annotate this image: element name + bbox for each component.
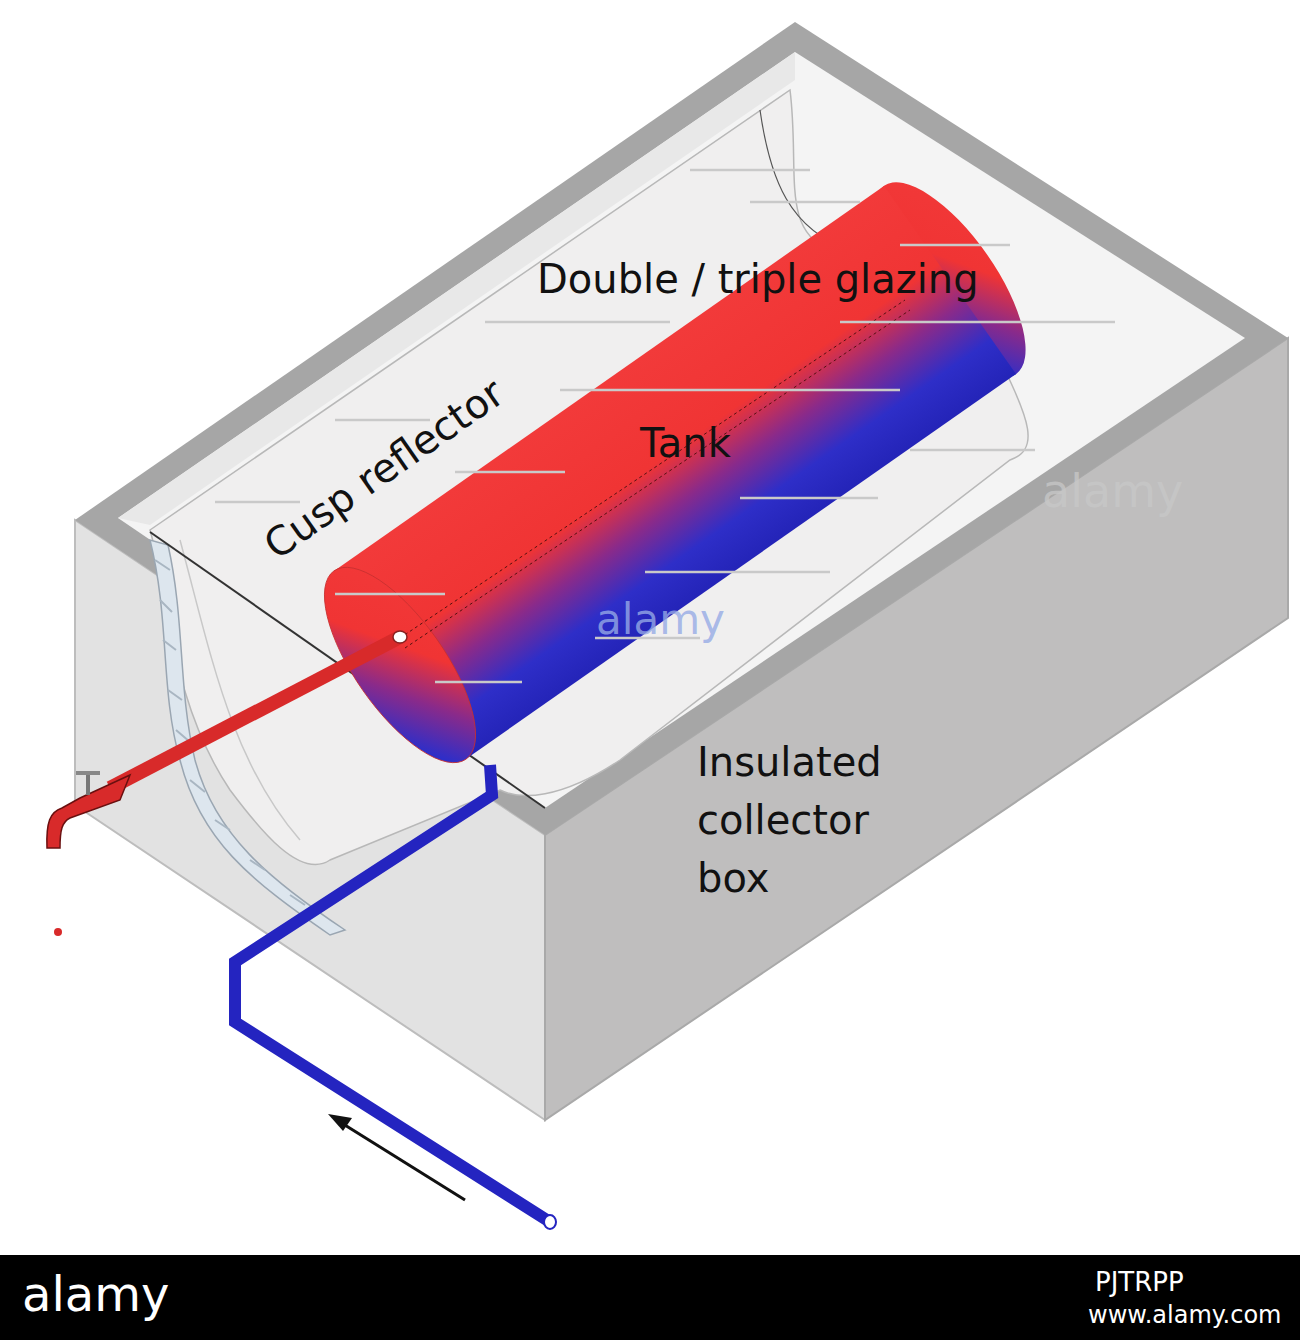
watermark-logo: alamy: [22, 1267, 169, 1322]
watermark: alamy: [596, 596, 725, 644]
watermark-url: www.alamy.com: [1088, 1302, 1281, 1330]
part-label: Tank: [640, 420, 731, 466]
watermark: alamy: [1042, 465, 1183, 518]
part-label: Double / triple glazing: [537, 256, 979, 302]
part-label: Insulated collector box: [697, 733, 947, 907]
image-id: PJTRPP: [1095, 1268, 1184, 1298]
